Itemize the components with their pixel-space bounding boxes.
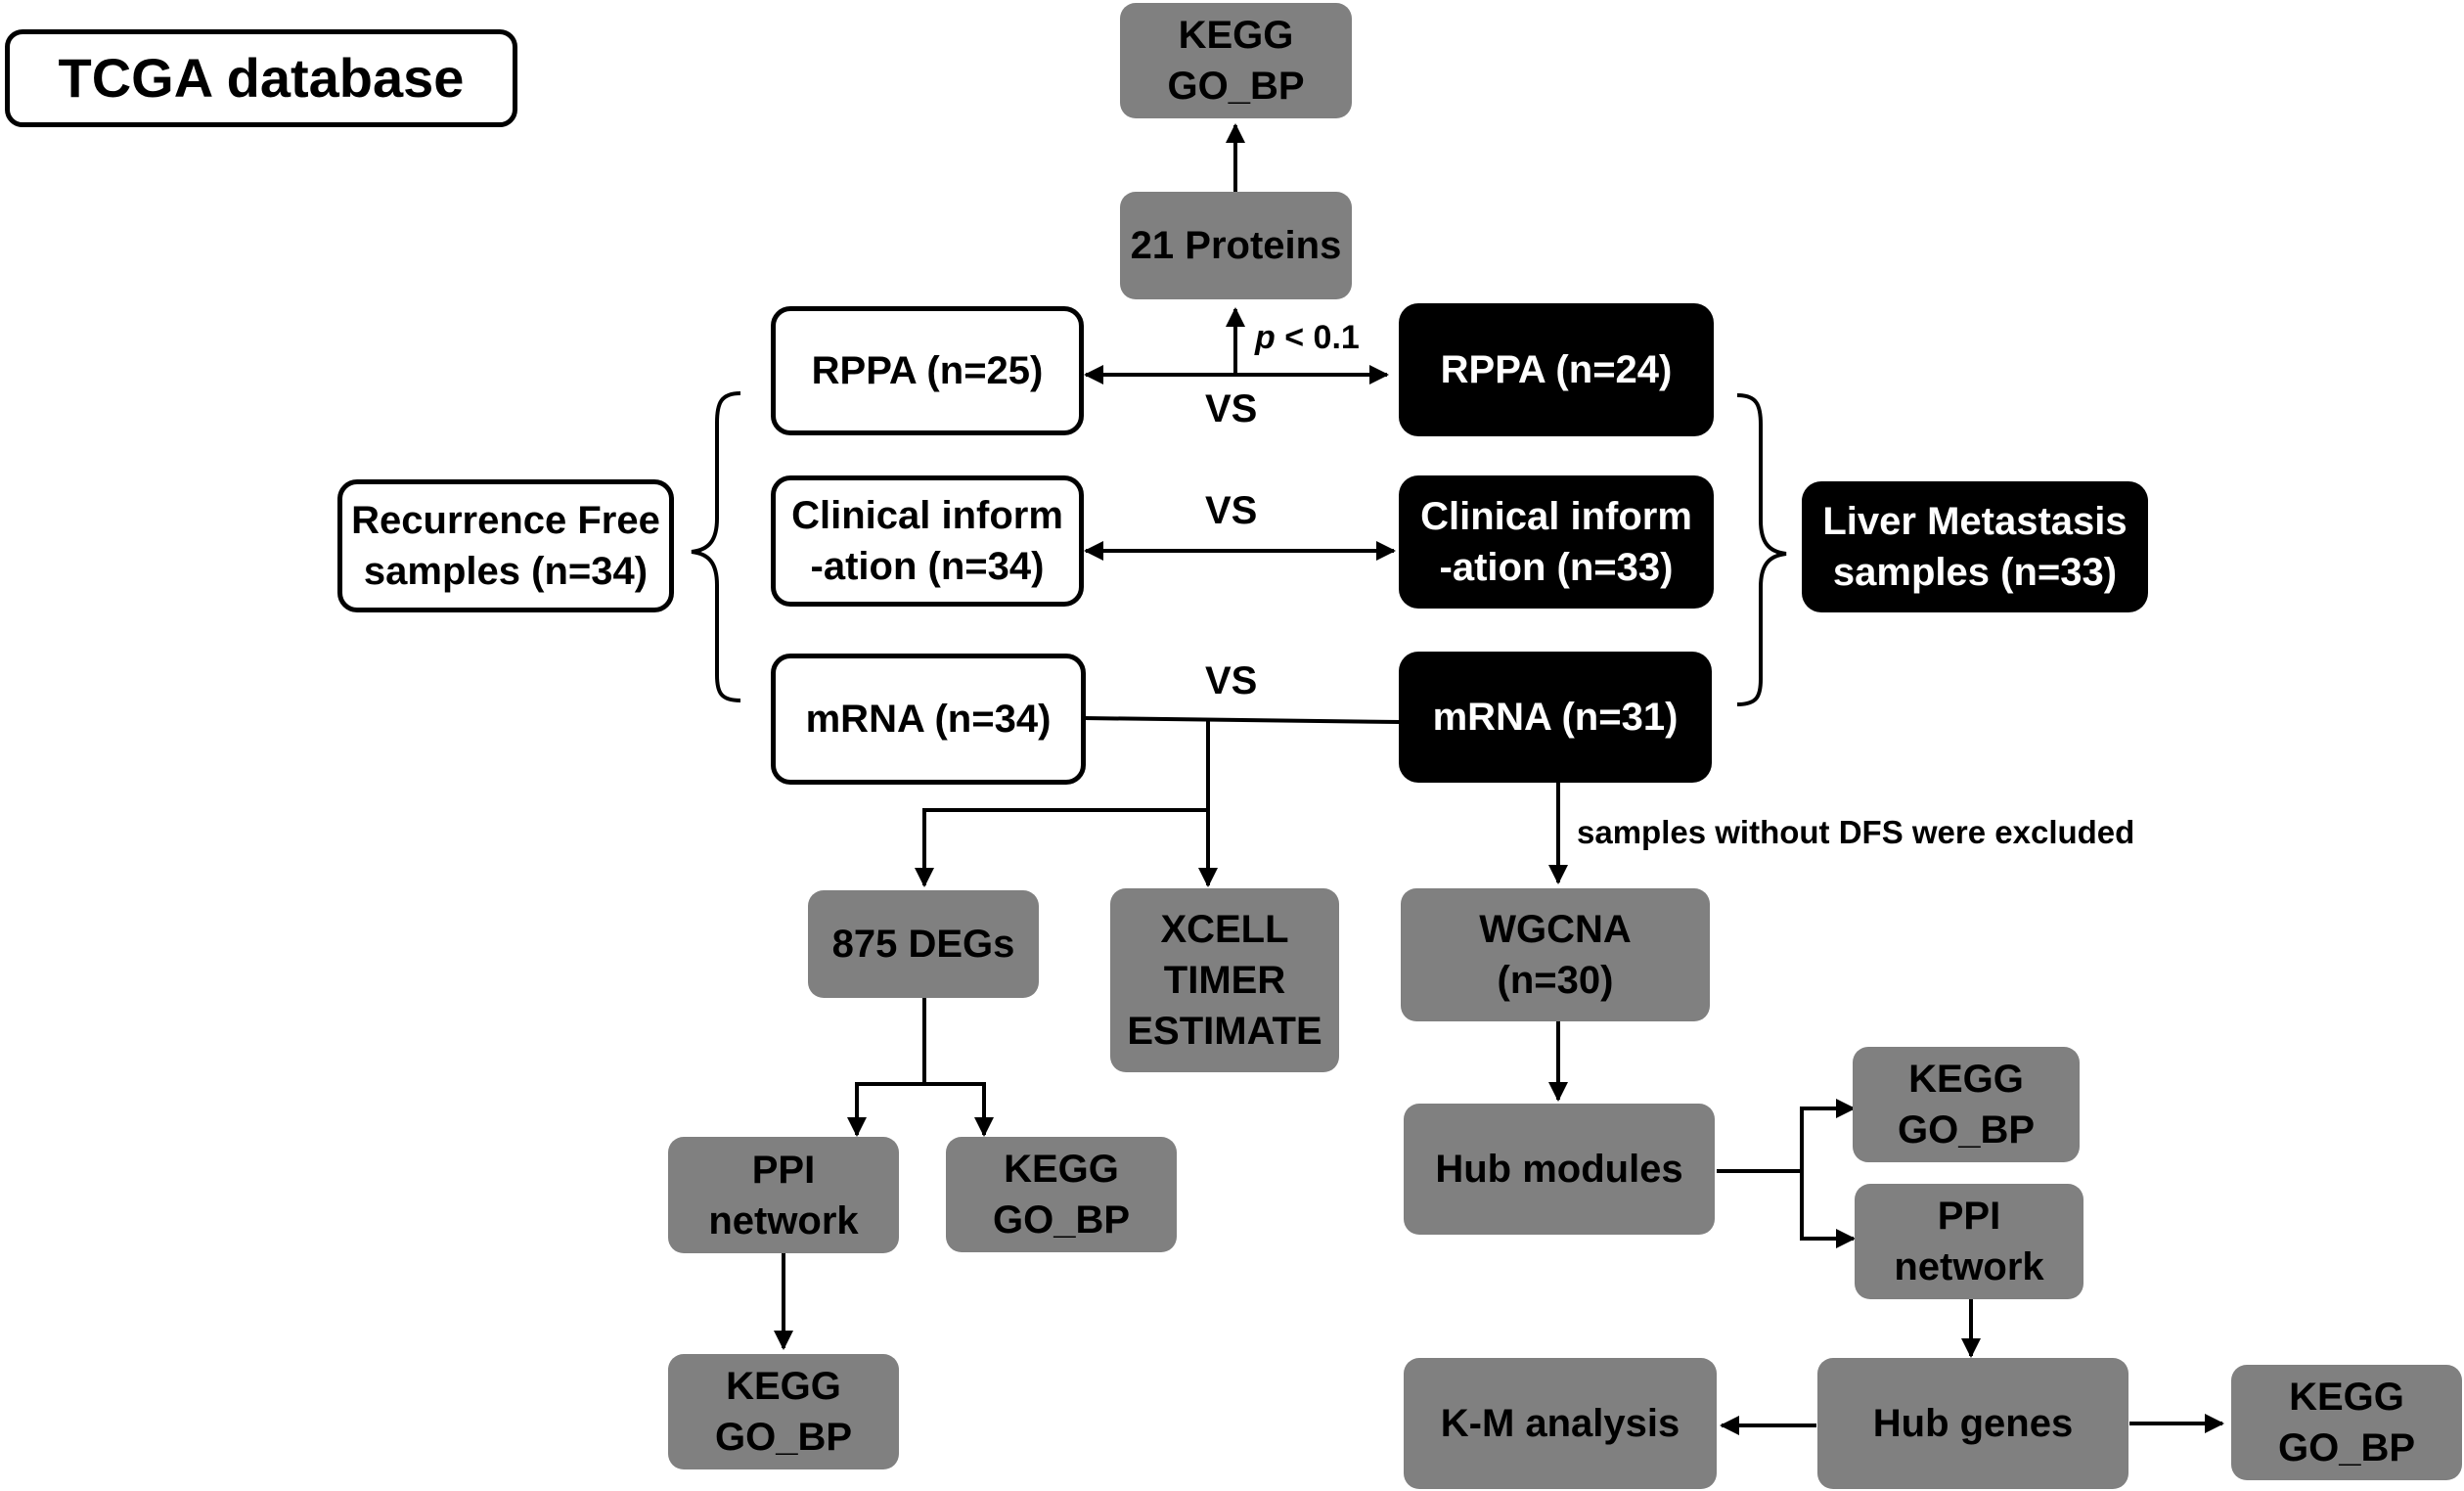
proteins-label: 21 Proteins: [1130, 224, 1342, 267]
kegg-left-line2: GO_BP: [992, 1198, 1131, 1242]
wgcna-line1: WGCNA: [1479, 908, 1632, 951]
p-value-label: p < 0.1: [1255, 319, 1360, 357]
rppa-lm-label: RPPA (n=24): [1440, 348, 1673, 391]
hub-modules-label: Hub modules: [1435, 1148, 1683, 1191]
ppi-left-line2: network: [708, 1198, 859, 1242]
kegg-hub-modules-line2: GO_BP: [1897, 1108, 2036, 1152]
kegg-top-line2: GO_BP: [1167, 65, 1305, 108]
vs-label-clinical: VS: [1205, 489, 1258, 532]
arrow-hub-to-kegg: [1800, 1099, 1856, 1171]
kegg-bottom-left-line2: GO_BP: [714, 1416, 853, 1459]
kegg-top-box: KEGG GO_BP: [1120, 3, 1352, 118]
rppa-rf-label: RPPA (n=25): [811, 349, 1044, 392]
rppa-lm-box: RPPA (n=24): [1399, 303, 1714, 436]
liver-metastasis-box: Liver Metastasis samples (n=33): [1802, 481, 2148, 612]
clinical-rf-box: Clinical inform -ation (n=34): [771, 475, 1084, 607]
line-mrna-vs: [1083, 716, 1402, 724]
liver-metastasis-line2: samples (n=33): [1832, 551, 2118, 594]
hub-modules-box: Hub modules: [1404, 1104, 1715, 1235]
arrow-to-degs: [915, 808, 1208, 887]
liver-metastasis-line1: Liver Metastasis: [1822, 500, 2128, 543]
degs-label: 875 DEGs: [831, 923, 1015, 966]
p-symbol: p: [1255, 319, 1276, 356]
ppi-left-line1: PPI: [751, 1148, 816, 1192]
xcell-box: XCELL TIMER ESTIMATE: [1110, 888, 1339, 1072]
hub-genes-label: Hub genes: [1872, 1402, 2074, 1445]
exclusion-note: samples without DFS were excluded: [1577, 814, 2135, 850]
mrna-rf-label: mRNA (n=34): [805, 698, 1052, 741]
title-text: TCGA database: [58, 47, 465, 109]
p-threshold: < 0.1: [1275, 319, 1360, 356]
clinical-rf-line2: -ation (n=34): [810, 545, 1045, 588]
kegg-right-box: KEGG GO_BP: [2231, 1365, 2462, 1480]
ppi-left-box: PPI network: [668, 1137, 899, 1253]
kegg-left-box: KEGG GO_BP: [946, 1137, 1177, 1252]
kegg-bottom-left-line1: KEGG: [726, 1365, 841, 1408]
title-box: TCGA database: [5, 29, 517, 127]
vs-label-mrna: VS: [1205, 659, 1258, 702]
ppi-right-box: PPI network: [1855, 1184, 2083, 1299]
arrow-degs-to-kegg: [924, 1082, 994, 1137]
kegg-bottom-left-box: KEGG GO_BP: [668, 1354, 899, 1469]
rppa-rf-box: RPPA (n=25): [771, 306, 1084, 435]
ppi-right-line2: network: [1894, 1245, 2044, 1288]
xcell-line1: XCELL: [1160, 908, 1289, 951]
recurrence-free-line2: samples (n=34): [363, 550, 649, 593]
arrow-hub-to-ppi: [1800, 1171, 1856, 1248]
xcell-line3: ESTIMATE: [1127, 1010, 1322, 1053]
kegg-right-line2: GO_BP: [2277, 1426, 2416, 1469]
kegg-top-line1: KEGG: [1178, 14, 1294, 57]
proteins-box: 21 Proteins: [1120, 192, 1352, 299]
wgcna-line2: (n=30): [1497, 959, 1614, 1002]
right-brace: [1736, 393, 1787, 706]
hub-genes-box: Hub genes: [1817, 1358, 2128, 1489]
clinical-rf-line1: Clinical inform: [791, 494, 1063, 537]
mrna-lm-label: mRNA (n=31): [1432, 696, 1679, 739]
mrna-rf-box: mRNA (n=34): [771, 654, 1086, 785]
xcell-line2: TIMER: [1163, 959, 1286, 1002]
kegg-left-line1: KEGG: [1004, 1148, 1119, 1191]
kegg-hub-modules-box: KEGG GO_BP: [1853, 1047, 2080, 1162]
recurrence-free-box: Recurrence Free samples (n=34): [337, 479, 674, 612]
wgcna-box: WGCNA (n=30): [1401, 888, 1710, 1021]
recurrence-free-line1: Recurrence Free: [351, 499, 660, 542]
arrow-degs-to-ppi: [847, 1082, 924, 1137]
left-brace: [691, 391, 741, 702]
kegg-right-line1: KEGG: [2289, 1376, 2404, 1419]
clinical-lm-line2: -ation (n=33): [1439, 546, 1674, 589]
degs-box: 875 DEGs: [808, 890, 1039, 998]
vs-label-rppa: VS: [1205, 387, 1258, 430]
mrna-lm-box: mRNA (n=31): [1399, 652, 1712, 783]
km-analysis-label: K-M analysis: [1440, 1402, 1680, 1445]
ppi-right-line1: PPI: [1937, 1195, 2001, 1238]
clinical-lm-line1: Clinical inform: [1420, 495, 1692, 538]
km-analysis-box: K-M analysis: [1404, 1358, 1717, 1489]
clinical-lm-box: Clinical inform -ation (n=33): [1399, 475, 1714, 609]
kegg-hub-modules-line1: KEGG: [1908, 1058, 2024, 1101]
